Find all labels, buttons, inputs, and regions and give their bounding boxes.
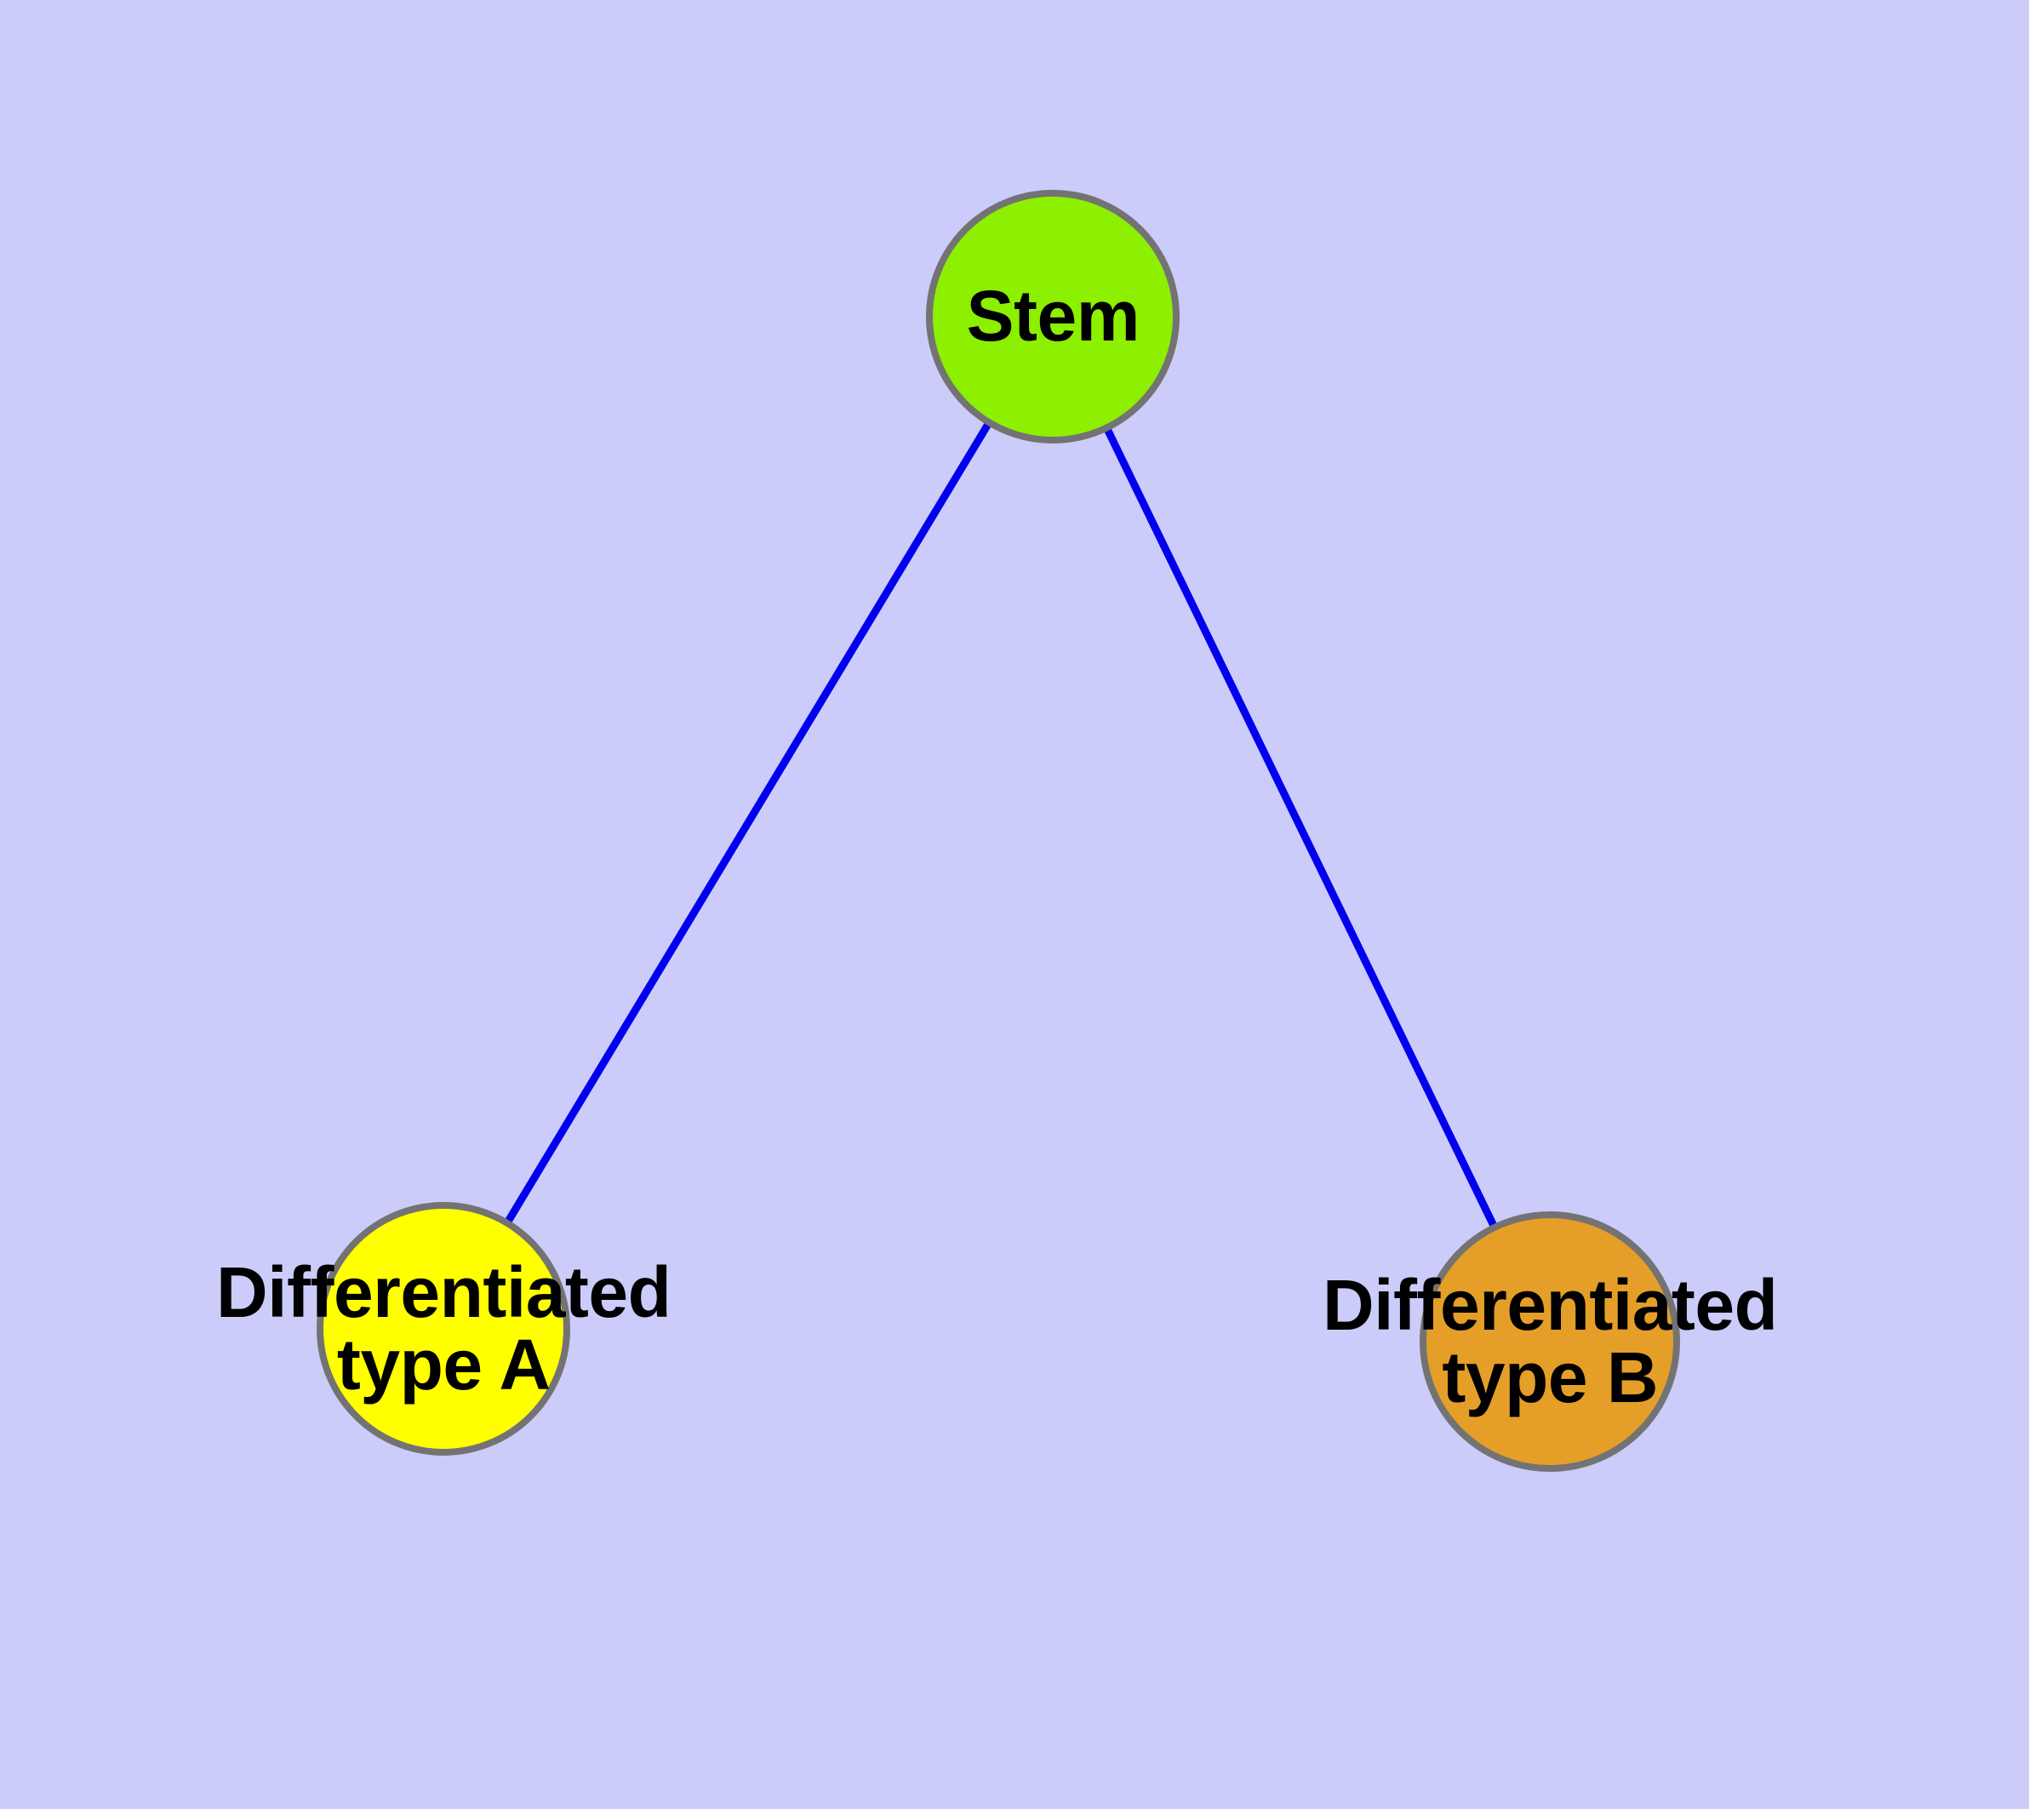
graph-node-diff_b[interactable] [1420, 1211, 1680, 1472]
graph-edge [1103, 426, 1499, 1229]
graph-edge [503, 420, 993, 1226]
edges-layer [503, 420, 1499, 1229]
graph-node-stem[interactable] [926, 190, 1180, 444]
nodes-layer [317, 190, 1680, 1472]
graph-node-diff_a[interactable] [317, 1202, 570, 1456]
